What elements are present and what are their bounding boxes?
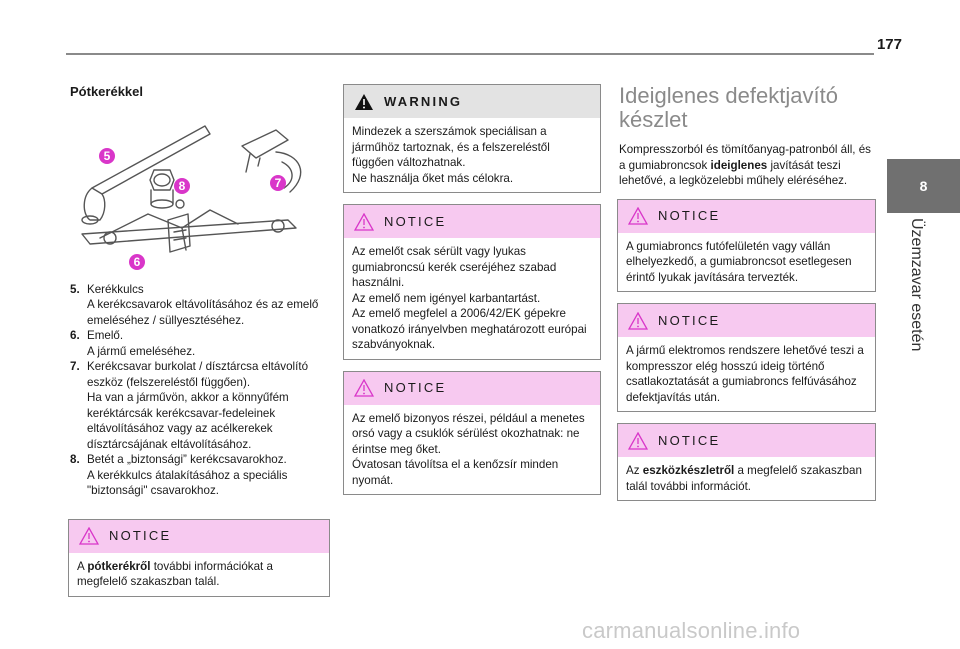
callout-7: 7 [270,174,286,191]
notice-line-1: Az emelőt csak sérült vagy lyukas gumiab… [352,245,557,289]
notice-label: NOTICE [384,213,447,229]
notice-label: NOTICE [658,312,721,328]
legend-item-8: 8. Betét a „biztonsági” kerékcsavarokhoz… [70,453,288,497]
callout-8: 8 [174,177,190,194]
legend-item-6: 6. Emelő. A jármű emeléséhez. [70,329,196,358]
notice-label: NOTICE [658,432,721,448]
legend-item-7: 7. Kerékcsavar burkolat / dísztárcsa elt… [70,360,309,451]
notice-text: A pótkerékről további információkat a me… [77,559,273,589]
legend-item-5: 5. Kerékkulcs A kerékcsavarok eltávolítá… [70,282,319,327]
notice-label: NOTICE [109,528,172,544]
notice-text: Az eszközkészletről a megfelelő szakaszb… [626,464,862,493]
watermark: carmanualsonline.info [582,618,801,643]
svg-text:7: 7 [275,176,282,190]
column-repair-kit: Ideiglenes defektjavító készlet Kompress… [617,84,876,512]
svg-text:8: 8 [179,179,186,193]
chapter-title: Üzemzavar esetén [908,218,925,352]
intro-text: Kompresszorból és tömítőanyag-patronból … [619,143,871,187]
column-spare-wheel: Pótkerékkel [68,84,330,608]
section-heading: Pótkerékkel [70,84,143,99]
notice-box-spare-wheel: NOTICE A pótkerékről további információk… [68,518,330,597]
notice-label: NOTICE [658,208,721,224]
page-number: 177 [876,36,902,53]
hubcap-remover-drawing [241,128,289,159]
svg-text:6: 6 [134,255,141,269]
warning-triangle-icon [628,207,648,225]
notice-line-3: Az emelő megfelel a 2006/42/EK gépekre v… [352,307,587,351]
warning-line-2: Ne használja őket más célokra. [352,171,514,185]
section-heading: Ideiglenes defektjavító készlet [619,83,838,132]
warning-triangle-icon [628,431,648,450]
chapter-number: 8 [919,178,928,194]
notice-text: A jármű elektromos rendszere lehetővé te… [626,344,864,404]
warning-label: WARNING [384,93,463,109]
tool-kit-illustration: 5 8 7 6 [81,124,302,270]
socket-insert-drawing [149,168,175,191]
notice-line-1: Az emelő bizonyos részei, például a mene… [352,411,585,456]
jack-drawing [81,218,297,245]
warning-triangle-icon [628,311,648,330]
tool-legend: 5. Kerékkulcs A kerékcsavarok eltávolítá… [70,282,330,499]
wheel-brace-drawing [91,124,211,195]
warning-line-1: Mindezek a szerszámok speciálisan a járm… [352,125,550,169]
warning-box: WARNING Mindezek a szerszámok speciálisa… [343,84,601,193]
warning-triangle-icon [355,93,373,110]
notice-box-tread: NOTICE A gumiabroncs futófelületén vagy … [617,198,876,292]
notice-line-2: Óvatosan távolítsa el a kenőzsír minden … [352,458,559,487]
notice-box-electrical: NOTICE A jármű elektromos rendszere lehe… [617,303,876,412]
notice-box-jack-parts: NOTICE Az emelő bizonyos részei, például… [343,370,601,495]
top-divider [66,53,874,55]
notice-label: NOTICE [384,380,447,396]
notice-line-2: Az emelő nem igényel karbantartást. [352,291,541,305]
callout-5: 5 [99,147,115,164]
chapter-tab[interactable]: 8 [887,159,960,213]
warning-triangle-icon [79,527,99,545]
notice-box-toolkit: NOTICE Az eszközkészletről a megfelelő s… [617,423,876,501]
svg-text:5: 5 [104,149,111,163]
callout-6: 6 [129,253,145,270]
notice-box-jack-use: NOTICE Az emelőt csak sérült vagy lyukas… [343,204,601,360]
warning-triangle-icon [354,212,374,231]
notice-text: A gumiabroncs futófelületén vagy vállán … [626,239,852,284]
warning-triangle-icon [354,379,374,397]
column-warnings: WARNING Mindezek a szerszámok speciálisa… [343,84,601,506]
